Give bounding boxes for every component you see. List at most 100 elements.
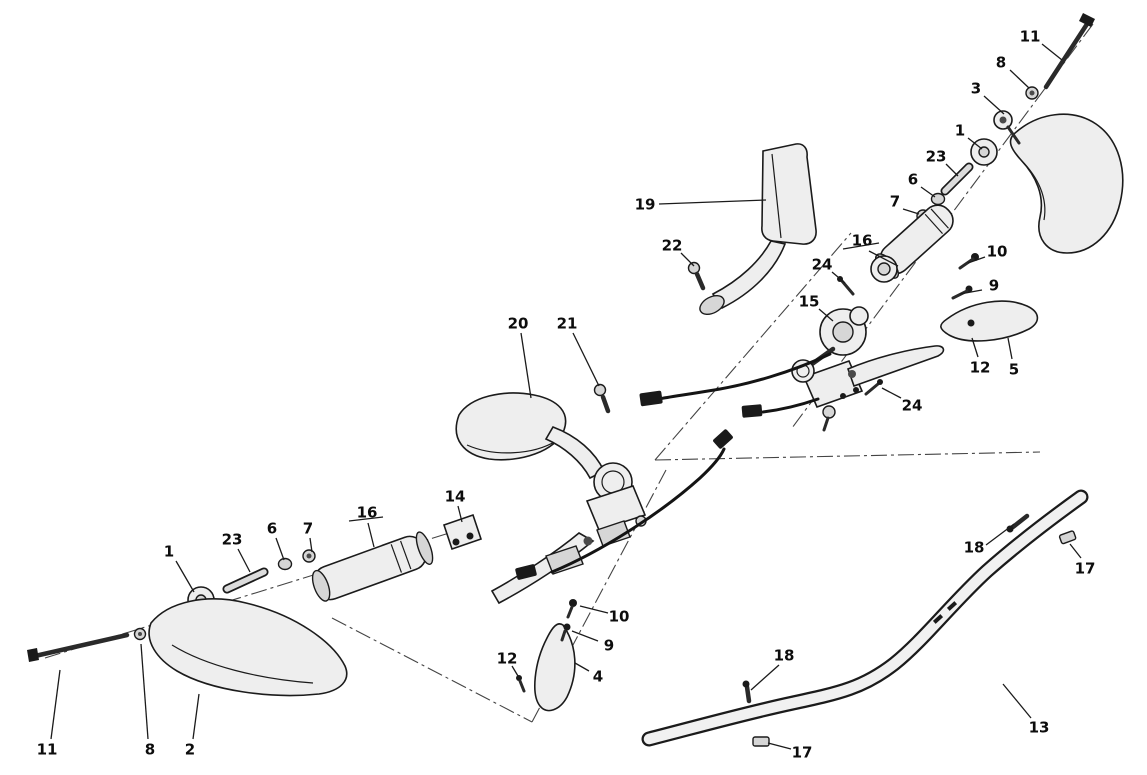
guard-blade-left [534,623,576,712]
throttle-side-assembly [639,13,1124,432]
screw-9-right [951,285,973,300]
clamp-14 [442,513,483,551]
leader-line-r9 [959,289,983,295]
clutch-side-assembly [27,383,733,712]
connector-plug [713,429,733,449]
part-label-b18b: 18 [774,646,795,664]
part-label-r24a: 24 [812,255,833,273]
leader-line-r1 [967,137,983,150]
spacer-rod-right [940,162,974,196]
leader-line-b18a [985,523,1015,546]
washer-8-left [133,627,147,641]
leader-line-l9 [571,630,599,642]
leader-line-r8 [1009,69,1030,89]
washer-8-right [1025,86,1039,100]
screw-11-left [27,632,130,662]
leader-line-l2 [192,693,200,740]
cable-left [550,429,733,574]
part-label-r16: 16 [852,231,873,249]
part-label-l11: 11 [37,740,58,758]
leader-line-b17b [767,742,792,750]
screw-24-lower [864,379,883,396]
connector-plug [741,404,763,418]
screw-22 [687,261,706,291]
clutch-lever [490,532,595,605]
screw-18-lower [742,680,752,704]
brake-lever [846,345,945,388]
leader-line-l8 [140,643,149,740]
leader-line-r7 [902,208,920,215]
part-label-r12: 12 [970,358,991,376]
part-label-r24b: 24 [902,396,923,414]
part-label-l6: 6 [267,519,277,537]
leader-line-b18b [750,664,780,691]
part-label-b17a: 17 [1075,559,1096,577]
screw-12-left [516,675,526,693]
grip-tube-left [311,531,434,602]
switch-block-left [515,545,584,580]
leader-line-r12 [971,337,979,358]
screw-17-lower [752,736,770,747]
wiring-right [639,352,832,418]
leader-line-l21 [572,332,600,387]
leader-line-l20 [520,332,532,399]
part-label-r5: 5 [1009,360,1019,378]
part-label-r6: 6 [908,170,918,188]
part-label-r10: 10 [987,242,1008,260]
leader-line-b17a [1069,543,1082,559]
screw-12-right [967,319,975,327]
leader-line-r24b [881,387,902,399]
leader-line-l1 [175,560,195,593]
connector-plug [639,390,663,407]
part-label-b13: 13 [1029,718,1050,736]
part-label-b17b: 17 [792,743,813,761]
screw-21 [593,383,611,414]
leader-line-r22 [680,252,695,267]
part-label-l14: 14 [445,487,466,505]
leader-line-r19 [658,199,767,205]
mirror-right [699,143,817,316]
screw-10-left [566,599,577,619]
leader-line-b13 [1002,683,1032,719]
screw-11-right [1043,13,1095,90]
part-label-l1: 1 [164,542,174,560]
connector-plug [515,564,537,580]
screw-10-right [958,253,979,270]
part-label-b18a: 18 [964,538,985,556]
leader-line-r24a [831,271,846,284]
leader-line-l14 [457,505,463,523]
brake-master-cylinder [791,345,945,432]
leader-line-l6 [275,537,285,561]
leader-line-r23 [945,163,959,177]
screw-9-left [560,623,571,642]
part-label-l21: 21 [557,314,578,332]
leader-line-r15 [818,308,834,322]
leader-line-l12 [511,665,519,677]
leader-line-r10 [967,256,986,264]
screw-18-upper [1006,513,1030,533]
leader-line-r5 [1007,337,1013,360]
mirror-left [455,392,606,480]
clutch-master-cylinder [490,462,647,605]
part-label-l7: 7 [303,519,313,537]
part-label-r22: 22 [662,236,683,254]
part-label-l10: 10 [609,607,630,625]
part-label-l20: 20 [508,314,529,332]
nut-left [302,549,316,563]
label-underline-l16 [348,516,384,522]
screw-17-upper [1058,530,1077,545]
guard-blade-right [940,300,1039,342]
hand-guard-left [148,598,348,697]
hand-guard-right [993,110,1124,254]
part-label-l9: 9 [604,636,614,654]
mirror-stalk-left [544,426,606,480]
leader-line-l16 [367,522,375,548]
part-label-r9: 9 [989,276,999,294]
leader-line-l11 [50,669,61,740]
mirror-stalk-right [711,240,787,310]
part-label-r19: 19 [635,195,656,213]
bushing-left [277,557,293,571]
